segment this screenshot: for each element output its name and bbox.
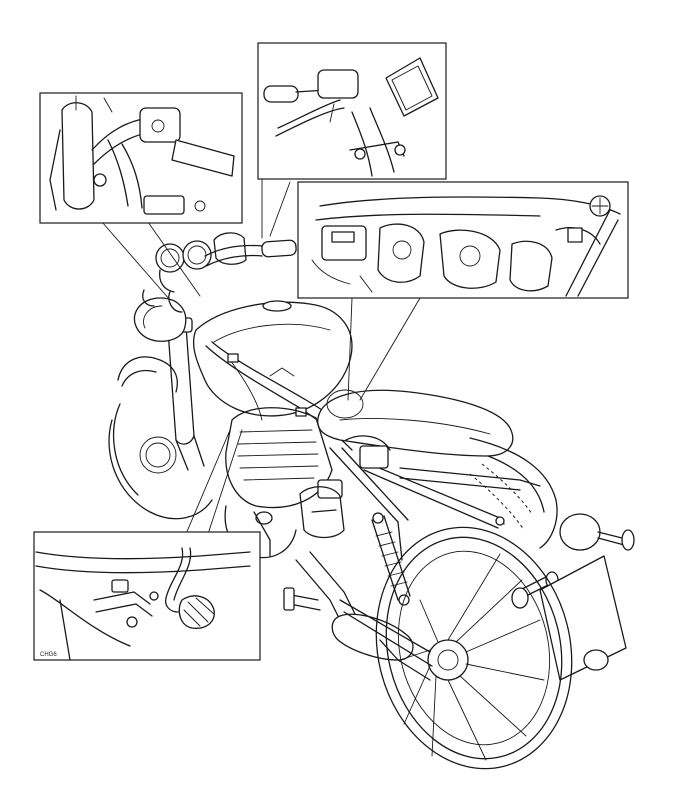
inset-handlebar-switch <box>39 92 243 224</box>
handlebar <box>142 232 297 313</box>
seat <box>317 389 514 457</box>
rear-shock <box>371 512 411 606</box>
rear-indicator-right <box>559 513 635 551</box>
fuel-tank <box>192 300 353 417</box>
inset-frame-relay <box>33 531 261 661</box>
rear-wheel <box>375 526 573 770</box>
motorcycle-illustration <box>108 232 635 770</box>
rear-fender <box>469 437 558 549</box>
leader-lines <box>101 177 421 535</box>
rear-frame <box>329 447 541 561</box>
inset-under-seat-electrics <box>297 181 629 299</box>
swingarm <box>339 599 433 667</box>
footrest <box>283 587 321 611</box>
carburettor <box>299 435 391 539</box>
front-wheel <box>108 356 213 520</box>
instrument-cluster <box>155 240 212 293</box>
exhaust <box>295 551 414 661</box>
figure-code: CHG6 <box>40 652 57 658</box>
headlight <box>133 297 187 342</box>
inset-clutch-lever <box>257 42 447 180</box>
